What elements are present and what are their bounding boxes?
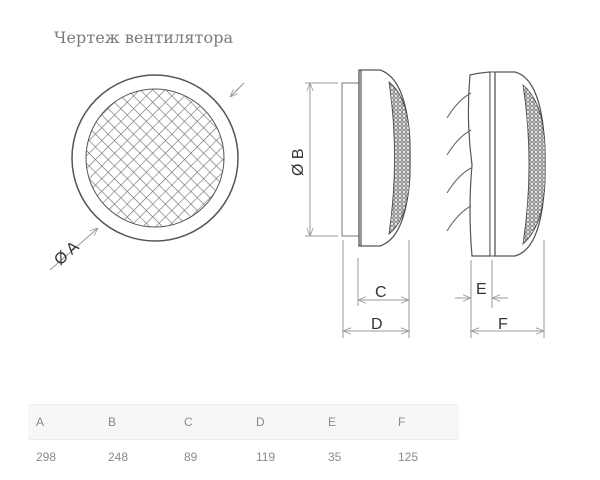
- dim-label-d: D: [371, 316, 383, 333]
- header-a: A: [28, 404, 100, 440]
- header-d: D: [248, 404, 320, 440]
- cell-c: 89: [184, 450, 198, 464]
- table-row: 298 248 89 119 35 125: [28, 440, 459, 475]
- dim-label-e: E: [476, 281, 487, 298]
- page-title: Чертеж вентилятора: [54, 28, 234, 47]
- cell-e: 35: [328, 450, 342, 464]
- table-header-row: A B C D E F: [28, 404, 459, 440]
- dimensions-table: A B C D E F 298 248 89 119 35 125: [28, 404, 459, 474]
- front-view: Ø A: [49, 74, 245, 271]
- dim-label-b: Ø B: [290, 148, 307, 176]
- cell-a: 298: [36, 450, 57, 464]
- header-b: B: [100, 404, 176, 440]
- cell-b: 248: [108, 450, 129, 464]
- dim-label-c: C: [375, 284, 387, 301]
- header-f: F: [390, 404, 459, 440]
- header-e: E: [320, 404, 390, 440]
- cell-d: 119: [256, 450, 276, 464]
- cell-f: 125: [398, 450, 419, 464]
- dim-label-f: F: [498, 316, 508, 333]
- header-c: C: [176, 404, 248, 440]
- side-view-left: Ø B C D: [290, 69, 411, 338]
- fan-technical-drawing: Ø A Ø B C D E F: [49, 69, 546, 338]
- side-view-right: E F: [446, 71, 546, 338]
